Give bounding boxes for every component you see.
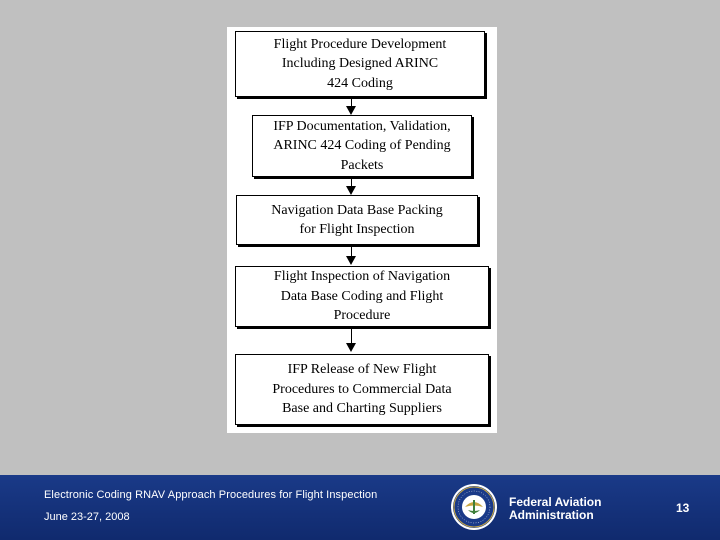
flow-step-1-line-1: Flight Procedure Development [273,36,447,52]
flow-step-4-line-3: Procedure [333,308,391,324]
flow-step-5-line-3: Base and Charting Suppliers [282,401,442,417]
flow-step-4-line-1: Flight Inspection of Navigation [273,269,451,285]
flow-step-2-line-2: ARINC 424 Coding of Pending [273,138,451,154]
flow-step-4-line-2: Data Base Coding and Flight [280,288,444,304]
flow-step-3-line-2: for Flight Inspection [299,222,415,237]
flow-step-5-line-1: IFP Release of New Flight [287,362,437,378]
flow-step-1-line-3: 424 Coding [327,75,393,91]
flow-step-1: Flight Procedure Development Including D… [235,31,485,97]
flow-step-3: Navigation Data Base Packing for Flight … [236,195,478,245]
flow-step-2-line-1: IFP Documentation, Validation, [273,118,451,134]
flow-arrow-2-line [351,177,352,187]
flow-step-4: Flight Inspection of Navigation Data Bas… [235,266,489,327]
flow-arrow-4-head [346,343,356,352]
flow-arrow-1-line [351,99,352,107]
footer-bar: Electronic Coding RNAV Approach Procedur… [0,475,720,540]
page-number: 13 [676,501,690,515]
flow-step-5-line-2: Procedures to Commercial Data [272,381,452,397]
flow-step-3-line-1: Navigation Data Base Packing [271,202,443,218]
flow-arrow-3-head [346,256,356,265]
flow-step-2: IFP Documentation, Validation, ARINC 424… [252,115,472,177]
presentation-title: Electronic Coding RNAV Approach Procedur… [44,489,378,501]
agency-name: Federal Aviation Administration [509,496,601,522]
flow-arrow-4-line [351,329,352,344]
agency-name-line-1: Federal Aviation [509,495,602,509]
flow-step-2-line-3: Packets [340,157,384,173]
flowchart-panel: Flight Procedure Development Including D… [227,27,497,433]
flow-step-1-line-2: Including Designed ARINC [281,56,439,72]
faa-seal-icon [450,483,498,531]
agency-name-line-2: Administration [509,508,594,522]
flow-arrow-3-line [351,247,352,257]
presentation-date: June 23-27, 2008 [44,511,130,523]
flow-step-5: IFP Release of New Flight Procedures to … [235,354,489,425]
flow-arrow-2-head [346,186,356,195]
flow-arrow-1-head [346,106,356,115]
